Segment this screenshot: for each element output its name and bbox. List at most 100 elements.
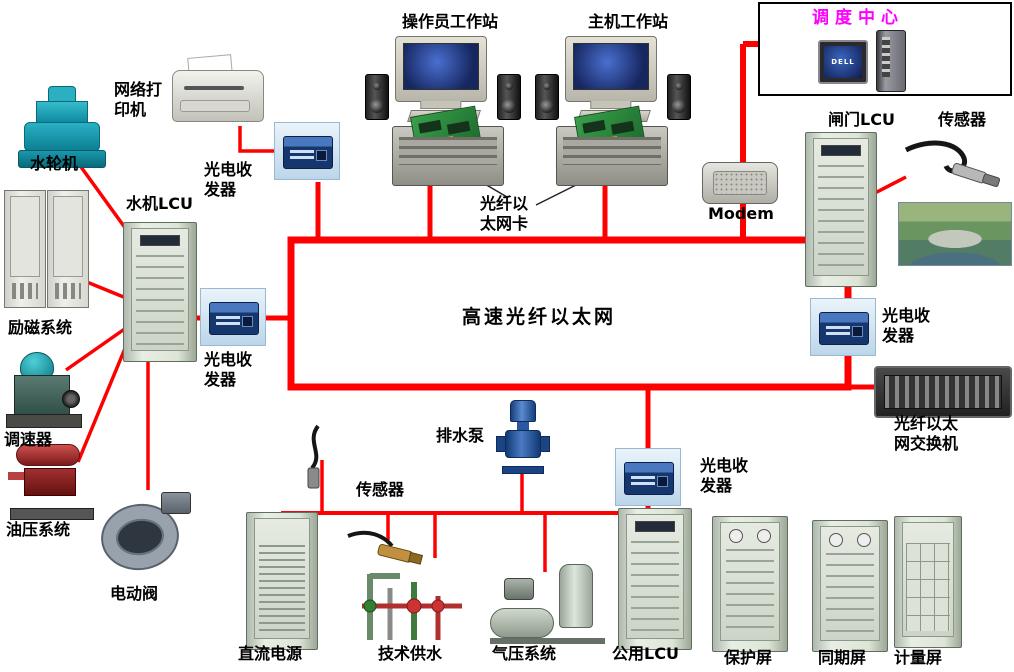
cabinet-modules [825,553,875,635]
oil-pressure-device [8,438,96,520]
speaker-icon [497,74,521,120]
cabinet-modules [631,541,679,633]
panel-meters [713,529,787,543]
fiber-switch-device [874,366,1012,418]
speaker-icon [365,74,389,120]
sensor-cable-icon [904,140,1001,188]
cabinet-display [821,145,861,156]
drain-pump-device [496,400,550,474]
excitation-system-cabinets [4,190,90,314]
dell-tower-icon [876,30,906,92]
sync-panel-label: 同期屏 [818,648,867,667]
oil-base [10,508,94,520]
sensor-cable-icon [307,424,320,489]
electric-valve-device [95,490,195,580]
protection-panel-cabinet [712,516,788,652]
pump-base [502,466,544,474]
printer-body [172,70,264,122]
host-workstation-label: 主机工作站 [588,12,669,31]
air-base [490,638,605,644]
gate-lcu-cabinet [805,132,877,287]
fiber-nic-server-1 [392,105,504,186]
printer-tray [180,100,250,112]
device-drop-lines [64,126,907,572]
transceiver-device-icon [624,462,674,495]
common-lcu-cabinet [618,508,692,650]
excitation-label: 励磁系统 [8,318,73,337]
cabinet-display [139,235,181,246]
common-lcu-label: 公用LCU [612,644,679,663]
turbine-mid [36,101,88,123]
fiber-switch-label: 光纤以太网交换机 [894,414,959,453]
hydro-lcu-cabinet [123,222,197,362]
cabinet-display [634,521,676,532]
air-tank [490,608,554,638]
sensor-top-probe [900,136,1012,200]
turbine-top [48,86,76,102]
gate-lcu-label: 闸门LCU [828,110,895,129]
modem-label: Modem [708,204,774,223]
fiber-nic-server-2 [556,105,668,186]
network-printer-device [172,54,264,128]
modem-device [702,162,778,204]
transceiver-device-icon [819,312,869,345]
protection-panel-label: 保护屏 [724,648,773,667]
pump-body [505,430,541,458]
optical-transceiver-left [200,288,266,346]
drain-pump-label: 排水泵 [436,426,485,445]
governor-label: 调速器 [4,430,53,449]
printer-slot [184,86,244,90]
oil-pipe [8,472,26,480]
turbine-base [18,150,106,168]
valve-actuator [161,492,191,514]
dispatch-center-label: 调度中心 [812,8,904,28]
screen [403,43,479,90]
optical-transceiver-right [810,298,876,356]
network-backbone-label: 高速光纤以太网 [462,306,617,328]
excitation-cabinet [4,190,46,308]
monitor-stand [590,101,632,109]
air-compressor-device [490,564,605,644]
dell-screen: DELL [824,46,862,78]
metering-panel-label: 计量屏 [894,648,943,667]
cabinet-modules [906,543,950,631]
monitor-icon [565,36,657,109]
cabinet-modules [725,549,775,635]
monitor-stand [420,101,462,109]
fiber-nic-label: 光纤以太网卡 [480,194,529,233]
network-printer-label: 网络打印机 [114,80,163,119]
air-motor [504,578,534,600]
electric-valve-label: 电动阀 [110,584,159,603]
pump-flange [540,436,550,452]
tech-water-label: 技术供水 [378,644,443,663]
tech-water-equipment [356,548,468,644]
oil-pump-body [24,468,76,496]
pipework-icon [362,573,462,640]
server-slots [563,137,661,165]
optical-transceiver-bottom [615,448,681,506]
transceiver-left-label: 光电收发器 [204,350,253,389]
panel-meters [813,533,887,547]
cabinet-modules [817,165,865,270]
sensor-hanging-probe [296,424,336,490]
operator-workstation-computer [365,36,523,124]
governor-base [6,414,82,428]
screen [573,43,649,90]
pump-flange [496,436,506,452]
air-cylinder [559,564,593,628]
transceiver-top-left-label: 光电收发器 [204,160,253,199]
water-turbine-image [18,86,106,174]
transceiver-right-label: 光电收发器 [882,306,931,345]
monitor-icon [395,36,487,109]
oil-tank [16,444,80,466]
dam-photo [898,202,1012,266]
pump-neck [517,422,529,430]
cabinet-modules [136,255,184,345]
turbine-label: 水轮机 [30,154,79,173]
host-workstation-computer [535,36,693,124]
optical-transceiver-top-left [274,122,340,180]
oil-pressure-label: 油压系统 [6,520,71,539]
turbine-body [24,122,100,152]
dell-monitor-icon: DELL [818,40,868,84]
